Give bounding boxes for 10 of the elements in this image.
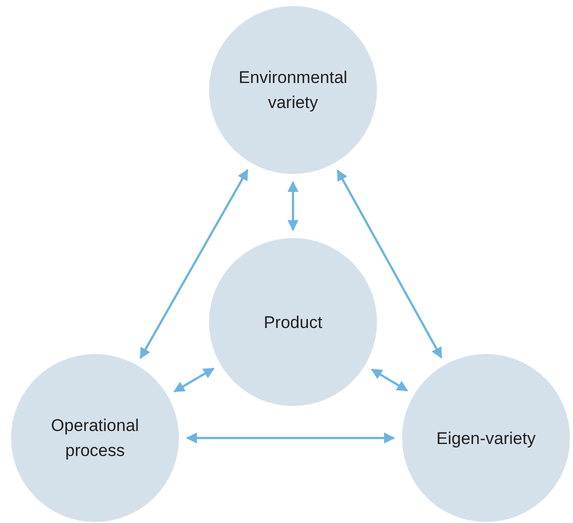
node-label: Environmental variety (238, 67, 348, 114)
double-arrow (336, 170, 442, 358)
double-arrow (288, 180, 298, 232)
node-label: Product (264, 312, 322, 334)
double-arrow (186, 432, 396, 444)
double-arrow (140, 169, 248, 359)
node-label: Eigen-variety (436, 428, 536, 450)
node-label: Operational process (50, 415, 140, 462)
double-arrow (370, 368, 408, 392)
double-arrow (173, 368, 215, 392)
